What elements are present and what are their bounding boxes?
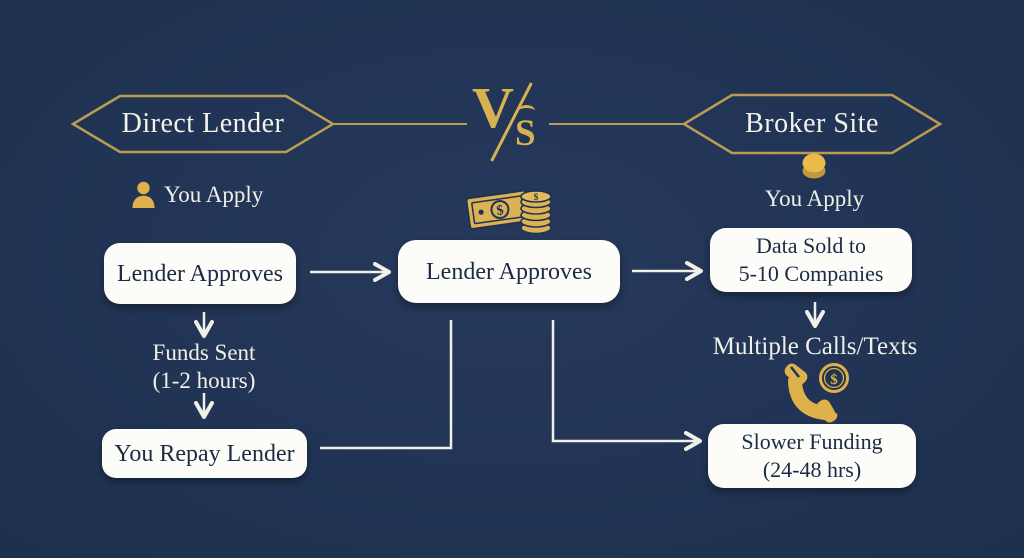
- vs-emblem: V S: [468, 75, 554, 170]
- left-step-you-repay-lender: You Repay Lender: [102, 429, 307, 478]
- svg-text:$: $: [830, 372, 838, 388]
- box-line2: 5-10 Companies: [738, 261, 884, 286]
- coin-icon: [802, 153, 826, 179]
- hexagon-border-icon: [70, 94, 336, 154]
- right-step-data-sold: Data Sold to 5-10 Companies: [710, 228, 912, 292]
- vs-letter-s: S: [515, 113, 536, 154]
- broker-site-banner: Broker Site: [681, 92, 943, 156]
- left-step-funds-sent: Funds Sent (1-2 hours): [104, 339, 304, 395]
- box-line1: Data Sold to: [756, 233, 866, 258]
- broker-site-title: Broker Site: [745, 108, 879, 139]
- arrow-lender-to-slower-funding: [551, 320, 702, 451]
- right-apply-label: You Apply: [764, 186, 865, 211]
- svg-text:$: $: [496, 203, 505, 219]
- left-apply-row: You Apply: [131, 181, 263, 208]
- middle-step-lender-approves: Lender Approves: [398, 240, 620, 303]
- hexagon-border-icon: [681, 93, 943, 155]
- funds-sent-line2: (1-2 hours): [152, 368, 256, 393]
- phone-dollar-icon: $: [784, 363, 849, 423]
- svg-text:$: $: [534, 192, 539, 202]
- person-icon: [132, 181, 155, 208]
- box-line1: Slower Funding: [741, 429, 883, 454]
- box-label: Lender Approves: [426, 258, 592, 285]
- money-bill-coins-icon: $ $: [465, 189, 552, 235]
- direct-lender-banner: Direct Lender: [70, 93, 336, 155]
- right-step-multiple-calls: Multiple Calls/Texts: [712, 333, 918, 360]
- vs-accent-icon: [518, 105, 535, 117]
- left-step-lender-approves: Lender Approves: [104, 243, 296, 304]
- box-line2: (24-48 hrs): [762, 457, 862, 482]
- funds-sent-line1: Funds Sent: [152, 340, 256, 365]
- left-apply-label: You Apply: [164, 181, 264, 207]
- coin-stack: $: [520, 190, 552, 235]
- box-label: Lender Approves: [117, 260, 283, 287]
- box-label: You Repay Lender: [114, 440, 295, 467]
- direct-lender-title: Direct Lender: [121, 108, 285, 139]
- right-step-slower-funding: Slower Funding (24-48 hrs): [708, 424, 916, 488]
- line-repay-to-lender: [320, 320, 453, 450]
